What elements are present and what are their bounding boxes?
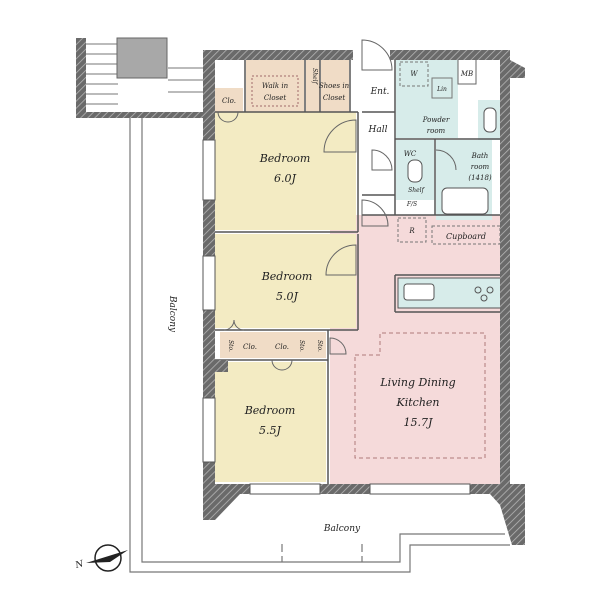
bath-room-line3: (1418) xyxy=(468,174,492,182)
refrigerator-outline xyxy=(397,217,427,243)
washer-label: W xyxy=(410,70,418,78)
bedroom-a-size: 6.0J xyxy=(274,172,296,185)
fs-label: F/S xyxy=(406,201,417,208)
powder-room-line2: room xyxy=(427,127,446,135)
kitchen-sink-icon xyxy=(403,283,435,301)
closet-mid2-label: Clo. xyxy=(275,343,289,351)
hall-label: Hall xyxy=(368,125,388,135)
closet-row-fill xyxy=(220,332,326,358)
ldk-fill xyxy=(330,215,505,485)
closet-top-label: Clo. xyxy=(222,97,236,105)
stove-burner-icon xyxy=(486,286,494,294)
shoes-in-closet-fill xyxy=(321,58,349,112)
bedroom-b-name: Bedroom xyxy=(261,270,313,283)
outdoor-unit xyxy=(116,37,168,79)
shelf-wc-label: Shelf xyxy=(408,187,425,194)
walk-in-closet-line2: Closet xyxy=(264,94,287,102)
shelf-hall-label: Shelf xyxy=(311,68,318,85)
entrance-label: Ent. xyxy=(370,87,390,97)
refrigerator-label: R xyxy=(408,227,415,235)
ldk-line1: Living Dining xyxy=(379,376,455,389)
linen-shelf xyxy=(431,77,453,99)
bedroom-c-name: Bedroom xyxy=(244,404,296,417)
ldk-size: 15.7J xyxy=(404,416,433,429)
cupboard-label: Cupboard xyxy=(446,232,486,241)
powder-room-line1: Powder xyxy=(422,116,450,124)
door-swings xyxy=(217,39,457,371)
shoe-shelf-fill xyxy=(306,58,320,112)
washer-outline xyxy=(399,61,429,87)
mb-label: MB xyxy=(460,70,473,78)
windows xyxy=(202,139,471,495)
bath-room-line2: room xyxy=(471,163,490,171)
storage-2-label: Sto. xyxy=(298,340,305,352)
storage-3-label: Sto. xyxy=(316,340,323,352)
north-compass-icon: N xyxy=(73,544,128,572)
stove-burner-icon xyxy=(480,294,488,302)
balcony-bottom-label: Balcony xyxy=(323,524,361,534)
ldk-rug-outline xyxy=(354,332,486,459)
closet-mid-label: Clo. xyxy=(243,343,257,351)
shoes-in-closet-line2: Closet xyxy=(323,94,346,102)
bathtub-icon xyxy=(441,187,489,215)
wc-label: WC xyxy=(404,150,417,158)
shoes-in-closet-line1: Shoes in xyxy=(319,82,350,90)
bath-room-line1: Bath xyxy=(471,152,489,160)
ldk-line2: Kitchen xyxy=(396,396,440,409)
bedroom-b-fill xyxy=(212,234,356,328)
walk-in-closet-fill xyxy=(246,58,304,112)
balcony-inner-rail xyxy=(141,118,505,563)
bedroom-c-size: 5.5J xyxy=(259,424,281,437)
walk-in-closet-line1: Walk in xyxy=(262,82,289,90)
walk-in-inner xyxy=(251,75,299,107)
partitions xyxy=(212,58,505,486)
stove-burner-icon xyxy=(474,286,482,294)
linen-label: Lin xyxy=(436,86,447,93)
north-label: N xyxy=(73,559,85,571)
balcony-outer-rail xyxy=(129,118,510,573)
washbasin-icon xyxy=(483,107,497,133)
toilet-icon xyxy=(407,159,423,183)
storage-1-label: Sto. xyxy=(227,340,234,352)
bedroom-c-fill xyxy=(212,362,326,482)
kitchen-counter xyxy=(397,277,503,309)
closet-top-fill xyxy=(215,88,243,112)
bedroom-b-size: 5.0J xyxy=(276,290,298,303)
balcony-side-label: Balcony xyxy=(167,295,177,333)
outdoor-stair xyxy=(76,37,205,118)
labels: Bedroom 6.0J Bedroom 5.0J Bedroom 5.5J L… xyxy=(167,68,492,534)
balcony-outline xyxy=(129,118,510,573)
bedroom-a-fill xyxy=(212,112,356,230)
bedroom-a-name: Bedroom xyxy=(259,152,311,165)
